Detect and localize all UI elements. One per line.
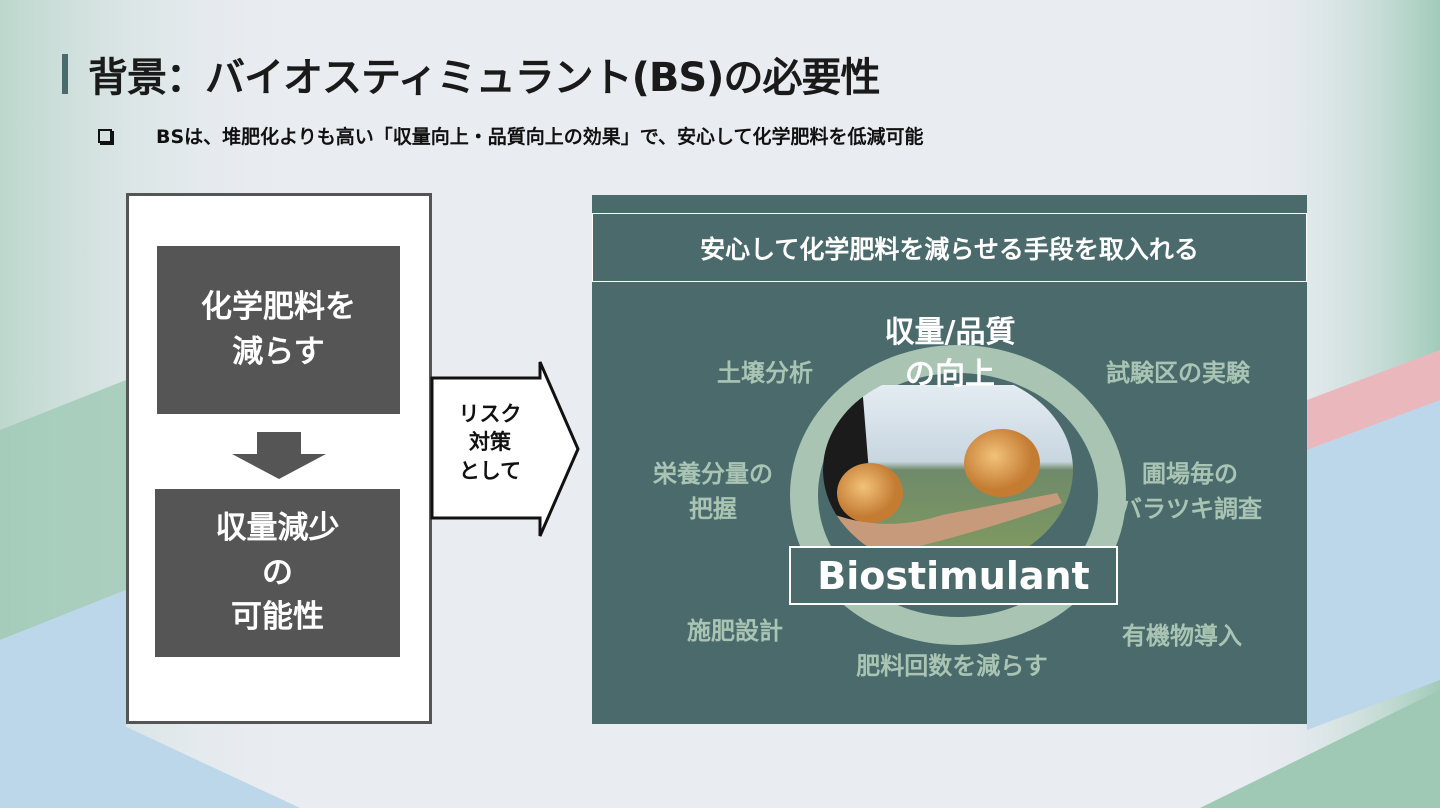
right-arrow-icon xyxy=(430,361,580,537)
yield-decrease-box: 収量減少 の 可能性 xyxy=(155,489,400,657)
title-accent-bar xyxy=(62,54,68,94)
risk-countermeasure-label: リスク 対策 として xyxy=(458,402,522,483)
slide-title: 背景：バイオスティミュラント(BS)の必要性 xyxy=(62,44,880,104)
item-nutrient-amount: 栄養分量の 把握 xyxy=(653,460,773,523)
bullet-text: BSは、堆肥化よりも高い「収量向上・品質向上の効果」で、安心して化学肥料を低減可… xyxy=(156,126,924,148)
down-arrow-icon xyxy=(232,432,326,479)
checkbox-bullet-icon xyxy=(98,128,112,143)
item-reduce-applications: 肥料回数を減らす xyxy=(856,652,1048,680)
title-text: 背景：バイオスティミュラント(BS)の必要性 xyxy=(88,55,880,101)
biostimulant-label: Biostimulant xyxy=(789,546,1118,605)
center-title: 収量/品質 の向上 xyxy=(884,315,1016,392)
onion-photo xyxy=(823,385,1073,555)
item-soil-analysis: 土壌分析 xyxy=(717,359,813,387)
reduce-fertilizer-box: 化学肥料を 減らす xyxy=(157,246,400,414)
item-fertilization-design: 施肥設計 xyxy=(687,617,783,645)
item-test-plot: 試験区の実験 xyxy=(1106,359,1250,387)
bullet-line: BSは、堆肥化よりも高い「収量向上・品質向上の効果」で、安心して化学肥料を低減可… xyxy=(98,122,923,149)
item-field-variation: 圃場毎の バラツキ調査 xyxy=(1118,460,1262,523)
panel-header: 安心して化学肥料を減らせる手段を取入れる xyxy=(592,213,1307,282)
item-organic-matter: 有機物導入 xyxy=(1122,622,1242,650)
